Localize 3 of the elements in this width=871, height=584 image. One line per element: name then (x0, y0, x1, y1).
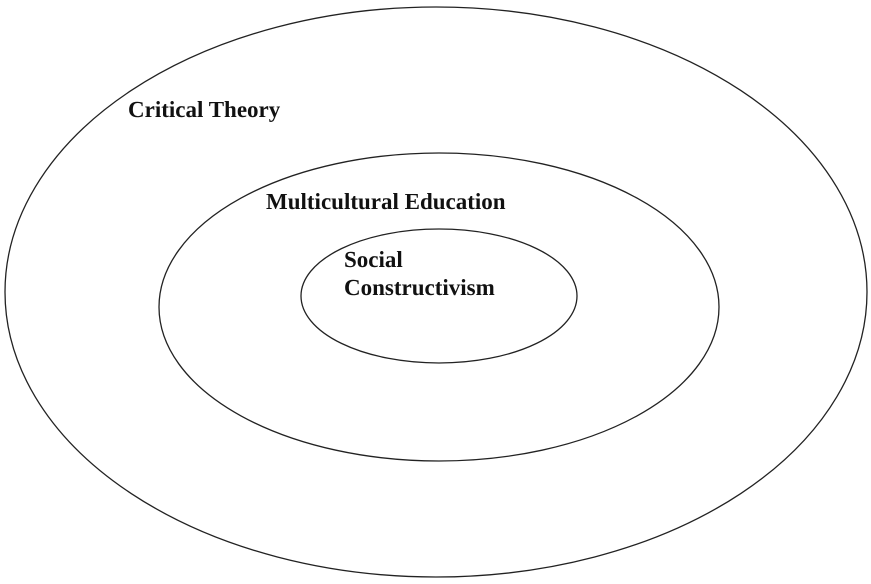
ring-label: Critical Theory (128, 96, 282, 124)
ring-label: Multicultural Education (266, 188, 507, 216)
ring-label: Social Constructivism (344, 246, 496, 302)
